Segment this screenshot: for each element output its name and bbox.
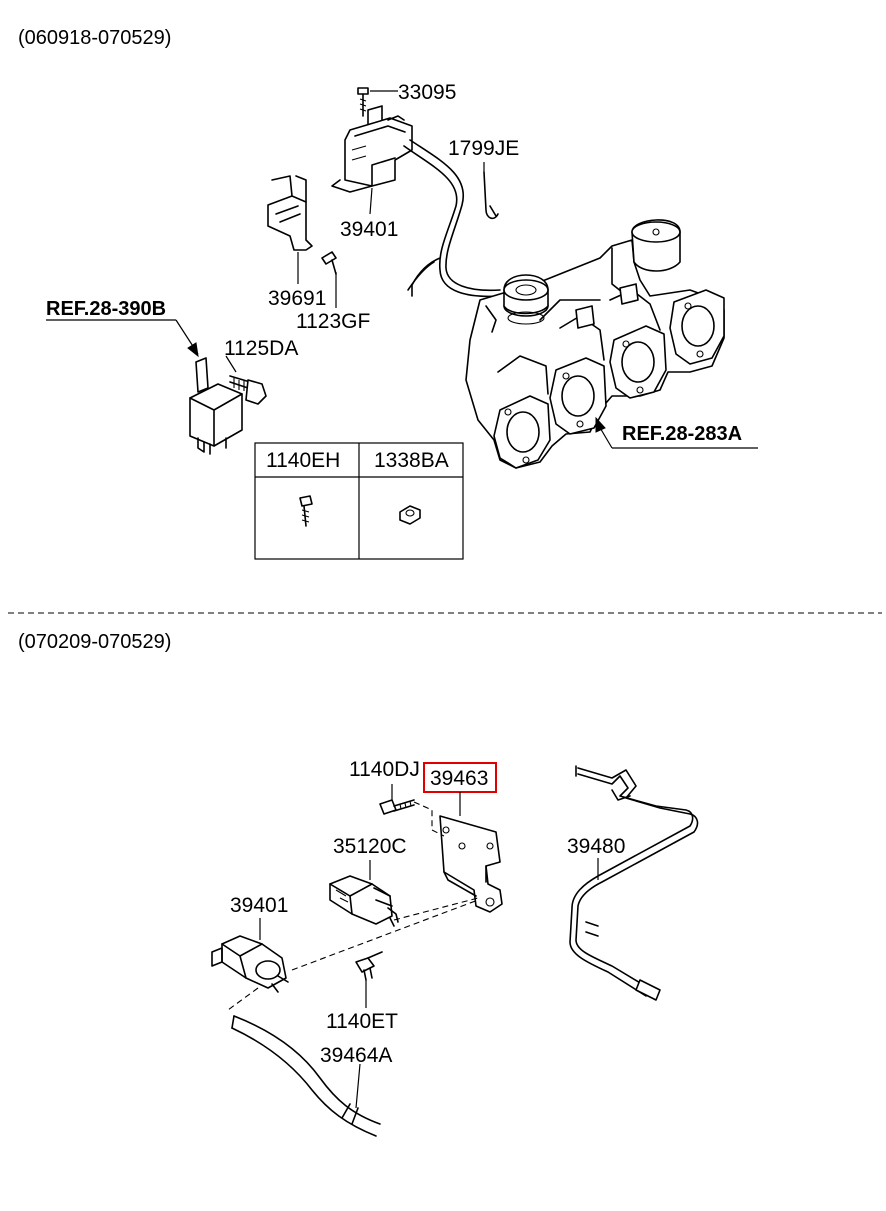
solenoid-1125DA-drawing bbox=[189, 357, 243, 455]
bolt-1123GF-drawing bbox=[321, 251, 337, 275]
ref-28-390B[interactable]: REF.28-390B bbox=[46, 298, 166, 320]
callout-39401-bottom[interactable]: 39401 bbox=[230, 894, 288, 917]
callout-33095[interactable]: 33095 bbox=[398, 81, 456, 104]
callout-1125DA[interactable]: 1125DA bbox=[224, 337, 298, 360]
sensor-39401-bottom-drawing bbox=[211, 935, 289, 993]
bolt-1140ET-drawing bbox=[355, 951, 383, 981]
clip-1799JE-drawing bbox=[483, 171, 499, 220]
callout-39464A[interactable]: 39464A bbox=[320, 1044, 392, 1067]
callout-1140DJ[interactable]: 1140DJ bbox=[349, 758, 420, 781]
callout-39401-top[interactable]: 39401 bbox=[340, 218, 398, 241]
table-header-1140EH: 1140EH bbox=[266, 449, 340, 472]
callout-39463[interactable]: 39463 bbox=[430, 767, 488, 790]
pipe-39480-drawing bbox=[569, 765, 699, 1001]
ref-28-283A[interactable]: REF.28-283A bbox=[622, 423, 742, 445]
fastener-table: 1140EH 1338BA bbox=[254, 442, 464, 560]
bolt-1140DJ-drawing bbox=[379, 799, 415, 815]
exhaust-manifold-drawing bbox=[465, 219, 725, 469]
nut-1338BA-icon bbox=[399, 505, 421, 525]
vacuum-hose bbox=[403, 139, 501, 298]
sensor-39401-drawing bbox=[331, 105, 413, 193]
hose-39464A-drawing bbox=[231, 1015, 381, 1137]
screw-33095-drawing bbox=[357, 87, 369, 117]
bracket-39691-drawing bbox=[267, 175, 313, 251]
table-header-1338BA: 1338BA bbox=[374, 449, 449, 472]
section-2-header: (070209-070529) bbox=[18, 631, 171, 653]
sensor-35120C-drawing bbox=[329, 875, 399, 927]
callout-1799JE[interactable]: 1799JE bbox=[448, 137, 519, 160]
bolt-1140EH-icon bbox=[299, 495, 313, 527]
callout-39480[interactable]: 39480 bbox=[567, 835, 625, 858]
callout-1140ET[interactable]: 1140ET bbox=[326, 1010, 398, 1033]
bracket-39463-drawing bbox=[439, 815, 503, 913]
callout-39691[interactable]: 39691 bbox=[268, 287, 326, 310]
callout-1123GF[interactable]: 1123GF bbox=[296, 310, 370, 333]
bolt-1125DA-drawing bbox=[229, 375, 267, 405]
section-1-header: (060918-070529) bbox=[18, 27, 171, 49]
callout-35120C[interactable]: 35120C bbox=[333, 835, 407, 858]
